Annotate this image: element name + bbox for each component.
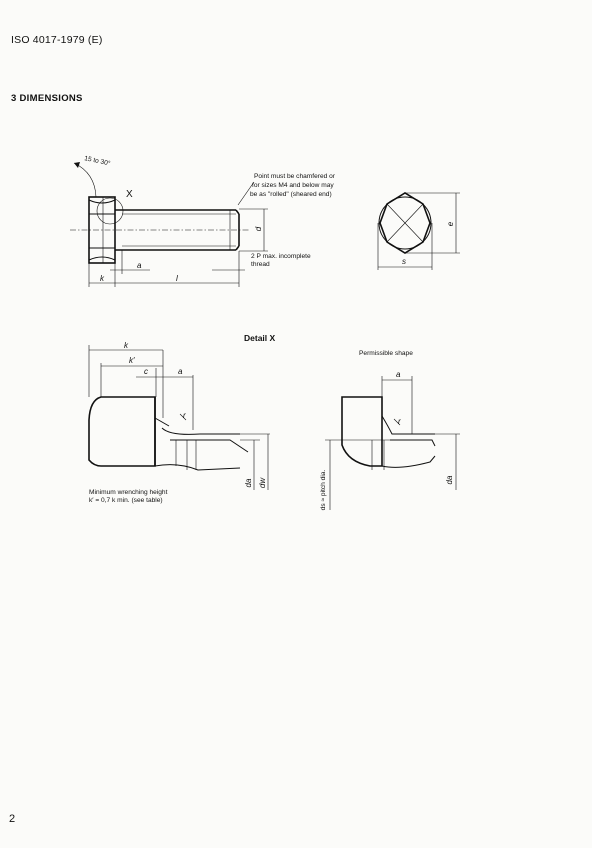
- hex-end-view: [377, 192, 460, 270]
- dim-e: e: [446, 221, 455, 226]
- detail-dim-r: r: [183, 411, 186, 420]
- perm-dim-a: a: [396, 370, 401, 379]
- document-reference: ISO 4017-1979 (E): [11, 34, 103, 46]
- dim-k: k: [100, 274, 105, 283]
- angle-label: 15 to 30°: [84, 154, 112, 167]
- dim-d: d: [254, 226, 263, 231]
- detail-dim-k: k: [124, 341, 129, 350]
- min-height-note-2: k′ = 0,7 k min. (see table): [89, 497, 163, 504]
- permissible-shape-drawing: [325, 376, 460, 510]
- detail-dim-k-prime: k′: [129, 356, 135, 365]
- point-note-line-3: be as "rolled" (sheared end): [250, 191, 332, 198]
- point-note-line-2: for sizes M4 and below may: [252, 182, 334, 189]
- detail-x-marker: X: [126, 189, 133, 200]
- bolt-side-view: [70, 162, 268, 287]
- detail-dim-da: da: [244, 478, 253, 487]
- dim-s: s: [402, 257, 406, 266]
- detail-dim-c: c: [144, 367, 148, 376]
- thread-note-line-2: thread: [251, 261, 270, 268]
- min-height-note-1: Minimum wrenching height: [89, 489, 168, 496]
- dim-a: a: [137, 261, 142, 270]
- point-note-line-1: Point must be chamfered or: [254, 173, 336, 180]
- detail-dim-a: a: [178, 367, 183, 376]
- dim-l: l: [176, 274, 178, 283]
- perm-dim-da: da: [445, 475, 454, 484]
- section-title: 3 DIMENSIONS: [11, 93, 83, 104]
- perm-dim-ds: ds ≈ pitch dia.: [320, 470, 327, 511]
- detail-x-drawing: [88, 345, 270, 490]
- thread-note-line-1: 2 P max. incomplete: [251, 253, 311, 260]
- detail-dim-dw: dw: [258, 477, 267, 488]
- permissible-title: Permissible shape: [359, 350, 413, 357]
- perm-dim-r: r: [398, 417, 401, 426]
- detail-x-title: Detail X: [244, 333, 276, 343]
- page-number: 2: [9, 813, 16, 825]
